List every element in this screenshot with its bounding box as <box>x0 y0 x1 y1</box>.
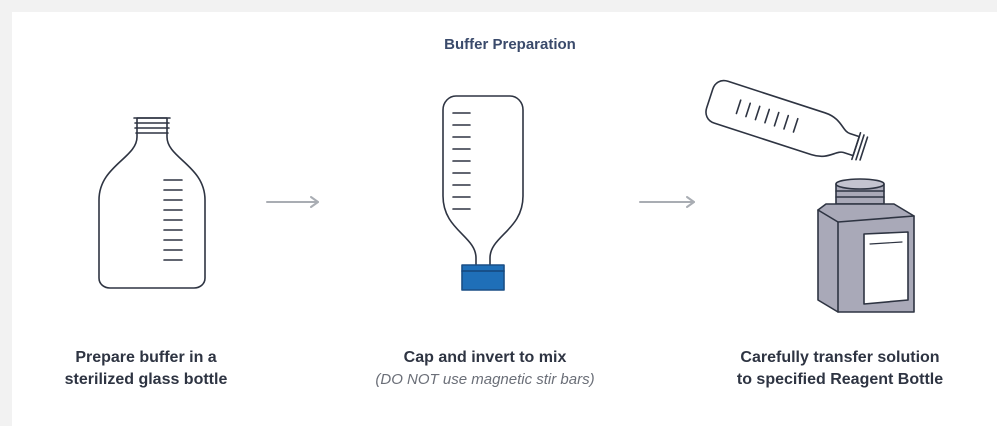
arrow-right-icon <box>639 196 695 208</box>
step-1-label-line1: Prepare buffer in a <box>75 349 217 366</box>
arrow-right-icon <box>266 196 319 208</box>
reagent-bottle-icon <box>817 178 915 313</box>
diagram-title: Buffer Preparation <box>444 36 576 53</box>
inverted-capped-bottle-icon <box>442 95 524 291</box>
step-1-caption: Prepare buffer in a sterilized glass bot… <box>36 347 256 391</box>
step-2-caption: Cap and invert to mix (DO NOT use magnet… <box>325 347 645 391</box>
step-3-label-line1: Carefully transfer solution <box>740 349 940 366</box>
step-1-label-line2: sterilized glass bottle <box>64 371 228 388</box>
step-2-label: Cap and invert to mix <box>403 349 567 366</box>
step-3-caption: Carefully transfer solution to specified… <box>700 347 980 391</box>
step-3-label-line2: to specified Reagent Bottle <box>736 371 944 388</box>
pouring-bottle-icon <box>705 79 869 161</box>
glass-bottle-icon <box>98 117 206 289</box>
step-2-note: (DO NOT use magnetic stir bars) <box>375 371 595 388</box>
